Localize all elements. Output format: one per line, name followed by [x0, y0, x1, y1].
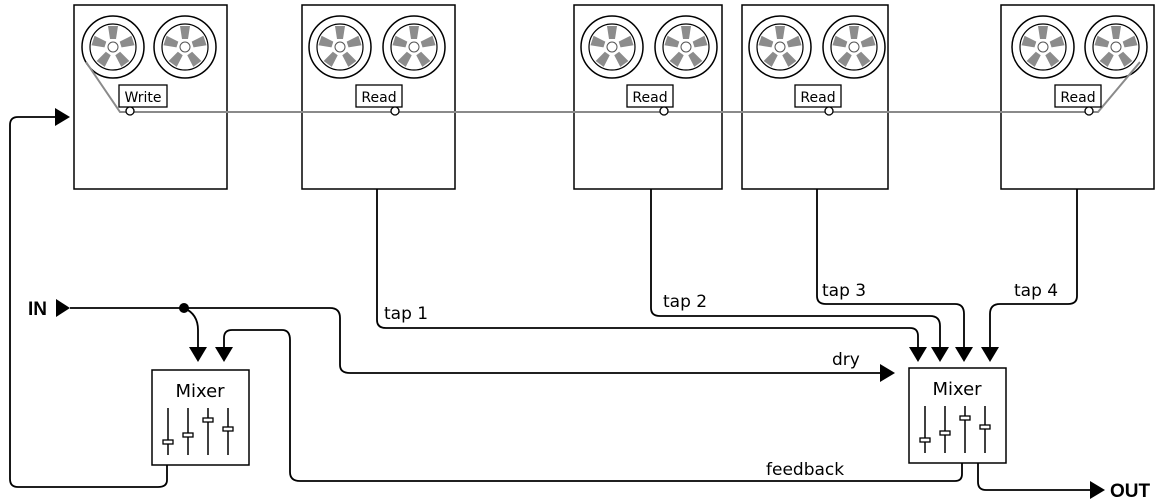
reel-icon: [654, 15, 718, 79]
wire-input: [70, 307, 882, 374]
reel-icon: [308, 15, 372, 79]
wire-tap-4: [989, 189, 1078, 348]
arrow-dry: [880, 364, 895, 382]
head-label-read-1: Read: [361, 90, 396, 106]
tap-label-4: tap 4: [1014, 281, 1058, 301]
reel-icon: [748, 15, 812, 79]
arrow-in: [56, 299, 70, 317]
input-label: IN: [28, 299, 47, 320]
reel-icon: [153, 15, 217, 79]
tape-path: [85, 61, 1141, 113]
reel-icon: [1084, 15, 1148, 79]
wire-tap-3: [816, 189, 965, 348]
wire-output: [977, 463, 1090, 491]
reel-icon: [1011, 15, 1075, 79]
dry-label: dry: [832, 350, 860, 370]
tap-label-2: tap 2: [663, 292, 707, 312]
mixer-right-title: Mixer: [932, 379, 982, 400]
wire-tap-2: [650, 189, 941, 348]
mixer-left-title: Mixer: [175, 381, 225, 402]
feedback-label: feedback: [766, 460, 844, 480]
head-label-read-4: Read: [1060, 90, 1095, 106]
reel-icon: [382, 15, 446, 79]
arrow-out: [1090, 481, 1105, 499]
wire-tap-1: [376, 189, 919, 348]
reel-icon: [580, 15, 644, 79]
mixer-left: Mixer: [151, 369, 250, 466]
wire-feedback-return: [223, 329, 963, 482]
mixer-right: Mixer: [908, 367, 1007, 464]
head-label-write: Write: [125, 90, 162, 106]
wire-to-write: [9, 116, 168, 488]
output-label: OUT: [1110, 481, 1151, 499]
head-label-read-3: Read: [800, 90, 835, 106]
tap-label-1: tap 1: [384, 304, 428, 324]
head-label-read-2: Read: [632, 90, 667, 106]
arrow-write: [55, 108, 70, 126]
tap-label-3: tap 3: [822, 281, 866, 301]
reel-icon: [822, 15, 886, 79]
